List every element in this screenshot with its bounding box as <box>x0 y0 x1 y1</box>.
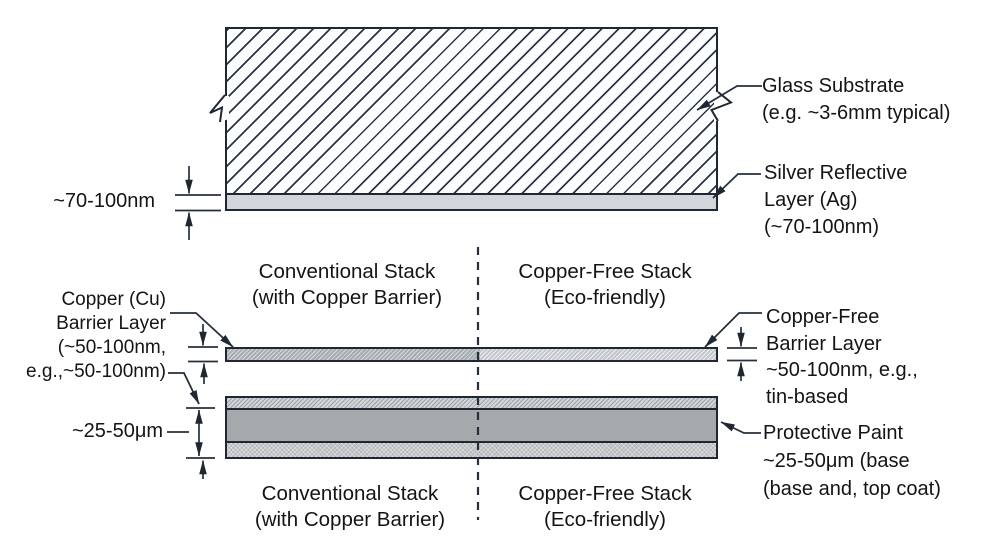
silver-reflective-layer <box>225 193 718 211</box>
paint-top-coat-band <box>227 398 716 408</box>
copper-free-barrier-label-line4: tin-based <box>766 385 849 408</box>
paint-base-coat-band <box>227 443 716 457</box>
paint-thickness-dim-text: ~25-50μm <box>71 420 163 442</box>
copper-free-barrier-label-line2: Barrier Layer <box>766 332 882 355</box>
silver-layer-label-line2: Layer (Ag) <box>764 189 858 211</box>
copper-free-barrier-label: Copper-Free Barrier Layer ~50-100nm, e.g… <box>766 304 918 410</box>
protective-paint-label-line1: Protective Paint <box>763 422 904 444</box>
copper-barrier-conventional-half <box>227 349 480 360</box>
copper-barrier-label-line3: (~50-100nm, <box>57 337 166 358</box>
copper-barrier-label-line2: Barrier Layer <box>56 313 166 334</box>
silver-label-leader-arrow <box>712 173 761 199</box>
caption-copper-free-lower: Copper-Free Stack (Eco-friendly) <box>440 481 770 533</box>
caption-conventional-upper-line1: Conventional Stack <box>258 260 436 283</box>
paint-thickness-dimension <box>167 407 215 479</box>
silver-layer-label-line1: Silver Reflective <box>764 162 908 184</box>
copper-barrier-label-line4: e.g.,~50-100nm) <box>26 361 166 382</box>
protective-paint-label: Protective Paint ~25-50μm (base (base an… <box>763 419 941 503</box>
glass-substrate-layer <box>225 27 718 195</box>
silver-layer-label: Silver Reflective Layer (Ag) (~70-100nm) <box>764 160 907 241</box>
paint-label-leader-arrow <box>720 421 761 434</box>
copper-barrier-label-line1: Copper (Cu) <box>61 289 166 310</box>
copper-barrier-label-leader-arrow <box>170 312 234 348</box>
caption-copper-free-lower-line1: Copper-Free Stack <box>518 482 692 505</box>
copper-free-barrier-label-line1: Copper-Free <box>766 306 880 328</box>
paint-middle-band <box>227 408 716 443</box>
glass-substrate-label-line2: (e.g. ~3-6mm typical) <box>762 102 951 124</box>
protective-paint-label-line3: (base and, top coat) <box>763 478 941 500</box>
barrier-thickness-dimension-right <box>727 327 757 381</box>
caption-conventional-lower: Conventional Stack (with Copper Barrier) <box>185 481 515 533</box>
caption-copper-free-upper-line2: (Eco-friendly) <box>544 286 666 309</box>
caption-conventional-lower-line1: Conventional Stack <box>261 482 439 505</box>
barrier-thickness-dimension-left <box>188 324 218 384</box>
silver-thickness-dimension <box>175 166 221 240</box>
protective-paint-label-line2: ~25-50μm (base <box>763 450 910 472</box>
protective-paint-stack <box>225 396 718 459</box>
glass-substrate-label-line1: Glass Substrate <box>762 75 905 97</box>
silver-layer-label-line3: (~70-100nm) <box>764 216 880 238</box>
caption-conventional-lower-line2: (with Copper Barrier) <box>254 508 446 531</box>
caption-conventional-upper-line2: (with Copper Barrier) <box>251 286 443 309</box>
caption-copper-free-upper: Copper-Free Stack (Eco-friendly) <box>440 259 770 311</box>
copper-barrier-label: Copper (Cu) Barrier Layer (~50-100nm, e.… <box>0 288 166 384</box>
caption-copper-free-upper-line1: Copper-Free Stack <box>518 260 692 283</box>
barrier-layer <box>225 347 718 362</box>
copper-free-barrier-label-leader-arrow <box>704 312 762 348</box>
copper-free-barrier-label-line3: ~50-100nm, e.g., <box>766 359 918 381</box>
silver-thickness-dim-text: ~70-100nm <box>53 190 155 212</box>
caption-conventional-upper: Conventional Stack (with Copper Barrier) <box>182 259 512 311</box>
glass-substrate-label: Glass Substrate (e.g. ~3-6mm typical) <box>762 73 950 127</box>
copper-free-barrier-half <box>480 349 716 360</box>
caption-copper-free-lower-line2: (Eco-friendly) <box>544 508 666 531</box>
copper-barrier-note-leader-arrow <box>168 372 200 405</box>
